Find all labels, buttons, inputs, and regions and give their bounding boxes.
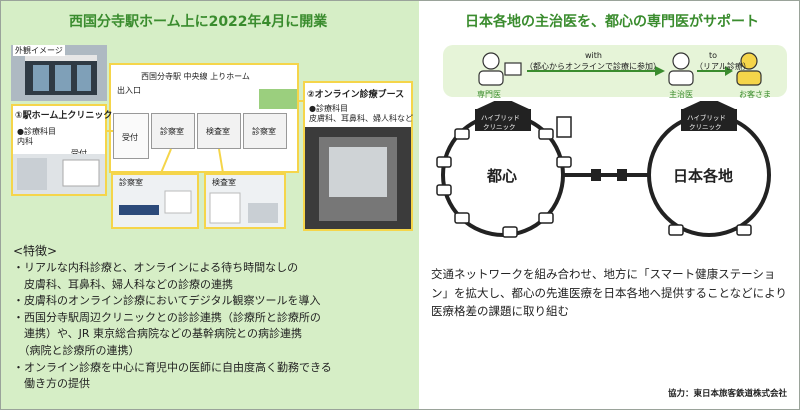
booth-dept-heading: ●診療科目 xyxy=(309,104,348,113)
description: 交通ネットワークを組み合わせ、地方に「スマート健康ステーション」を拡大し、都心の… xyxy=(431,267,787,318)
city-label: 都心 xyxy=(487,167,518,185)
clinic-reception: 受付 xyxy=(71,149,87,158)
entrance-label: 出入口 xyxy=(117,86,141,95)
network-diagram xyxy=(436,101,771,238)
clinic-callout: ①駅ホーム上クリニック ●診療科目 内科 受付 xyxy=(11,104,112,196)
building-icon xyxy=(556,116,572,138)
clinic-badge-right-line1: ハイブリッド xyxy=(687,114,726,122)
room-exam-1: 診察室 xyxy=(151,113,195,149)
lab-illustration xyxy=(209,192,278,224)
booth-callout: ②オンライン診療ブース ●診療科目 皮膚科、耳鼻科、婦人科など xyxy=(303,81,413,231)
exam-room-photo: 診察室 xyxy=(111,173,199,229)
with-label: with xyxy=(585,51,602,60)
clinic-badge-right xyxy=(681,101,737,131)
specialist-icon xyxy=(478,52,522,86)
room-lab: 検査室 xyxy=(197,113,241,149)
train-cars xyxy=(436,128,752,238)
floor-green-strip xyxy=(259,89,297,109)
regions-label: 日本各地 xyxy=(673,167,734,185)
patient-icon xyxy=(736,52,762,86)
features-heading: <特徴> xyxy=(13,244,58,258)
clinic-title: ①駅ホーム上クリニック xyxy=(15,111,113,121)
right-panel: 日本各地の主治医を、都心の専門医がサポート xyxy=(419,1,799,409)
clinic-dept-heading: ●診療科目 xyxy=(17,127,56,136)
to-sub: （リアル診療） xyxy=(695,62,751,71)
booth-photo xyxy=(305,127,411,229)
feature-line: 働き方の提供 xyxy=(13,377,90,391)
clinic-photo xyxy=(13,154,105,194)
room-reception: 受付 xyxy=(113,113,149,159)
clinic-badge-left xyxy=(475,101,531,131)
booth-dept: 皮膚科、耳鼻科、婦人科など xyxy=(309,114,413,123)
with-sub: （都心からオンラインで診療に参加） xyxy=(525,62,661,71)
feature-line: ・リアルな内科診療と、オンラインによる待ち時間なしの xyxy=(13,261,299,274)
exam-room-illustration xyxy=(119,190,192,215)
left-title: 西国分寺駅ホーム上に2022年4月に開業 xyxy=(69,14,328,30)
physician-label: 主治医 xyxy=(669,90,693,99)
consultation-illustration xyxy=(478,52,762,86)
exterior-label: 外観イメージ xyxy=(13,45,65,56)
credit: 協力：東日本旅客鉄道株式会社 xyxy=(667,389,787,399)
clinic-badge-left-line1: ハイブリッド xyxy=(481,114,520,122)
left-panel: 西国分寺駅ホーム上に2022年4月に開業 外観イメージ 西国分寺駅 中央線 上り… xyxy=(1,1,419,409)
clinic-badge-right-line2: クリニック xyxy=(689,123,722,131)
platform-label: 西国分寺駅 中央線 上りホーム xyxy=(141,72,250,81)
booth-title: ②オンライン診療ブース xyxy=(307,90,405,100)
features-list: ・リアルな内科診療と、オンラインによる待ち時間なしの 皮膚科、耳鼻科、婦人科など… xyxy=(13,260,413,393)
feature-line: （病院と診療所の連携） xyxy=(13,343,140,357)
feature-line: 連携）や、JR 東京総合病院などの基幹病院との病診連携 xyxy=(13,327,302,341)
feature-line: 皮膚科、耳鼻科、婦人科などの診療の連携 xyxy=(13,277,233,291)
feature-line: ・西国分寺駅周辺クリニックとの診診連携（診療所と診療所の xyxy=(13,310,321,324)
specialist-label: 専門医 xyxy=(477,90,501,99)
lab-photo: 検査室 xyxy=(204,173,286,229)
clinic-dept: 内科 xyxy=(17,137,33,146)
feature-line: ・皮膚科のオンライン診療においてデジタル観察ツールを導入 xyxy=(13,294,321,308)
physician-icon xyxy=(668,52,694,86)
clinic-badge-left-line2: クリニック xyxy=(483,123,516,131)
right-title: 日本各地の主治医を、都心の専門医がサポート xyxy=(465,14,759,30)
room-exam-2: 診察室 xyxy=(243,113,287,149)
feature-line: ・オンライン診療を中心に育児中の医師に自由度高く勤務できる xyxy=(13,360,332,374)
to-label: to xyxy=(709,51,718,60)
patient-label: お客さま xyxy=(739,90,771,99)
